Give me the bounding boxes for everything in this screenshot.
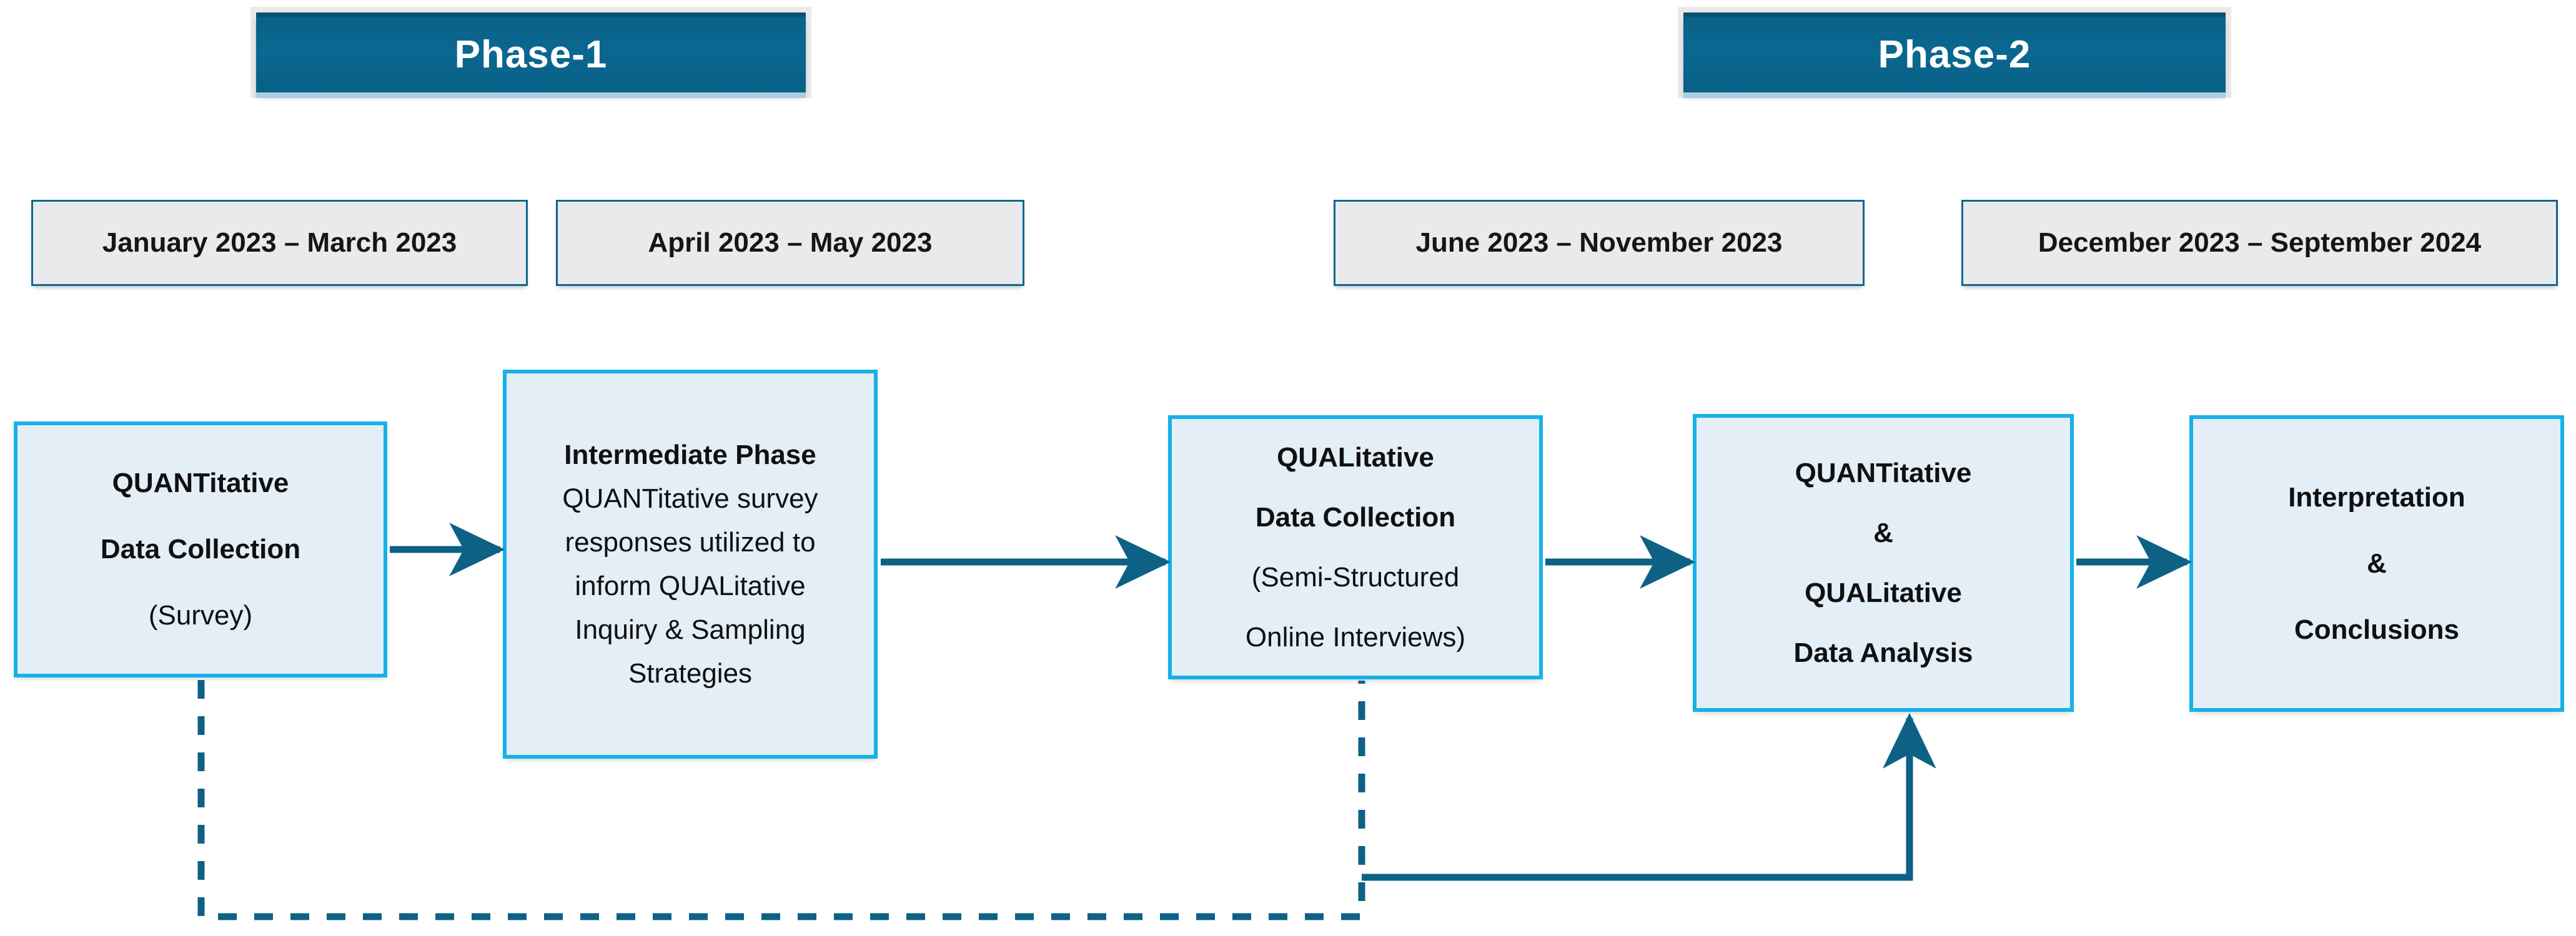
step3-line-3: (Semi-Structured [1251,561,1460,593]
timeline-chip-3-label: June 2023 – November 2023 [1415,227,1783,258]
step4-line-2: & [1873,517,1893,548]
process-box-qualitative-data-collection: QUALitative Data Collection (Semi-Struct… [1168,415,1543,679]
step4-line-1: QUANTitative [1795,457,1972,488]
timeline-chip-1: January 2023 – March 2023 [31,200,528,286]
step1-line-3: (Survey) [148,600,253,631]
step1-line-1: QUANTitative [112,468,289,498]
process-box-intermediate-phase: Intermediate Phase QUANTitative survey r… [503,370,878,759]
step3-line-2: Data Collection [1255,501,1456,533]
phase-banner-2: Phase-2 [1683,12,2226,98]
step4-line-4: Data Analysis [1793,637,1973,668]
timeline-chip-3: June 2023 – November 2023 [1334,200,1865,286]
arrow-feedback-to-step4 [1362,712,1936,881]
process-box-interpretation-conclusions: Interpretation & Conclusions [2189,415,2564,712]
process-box-data-analysis: QUANTitative & QUALitative Data Analysis [1693,414,2074,712]
timeline-chip-2-label: April 2023 – May 2023 [648,227,933,258]
step2-line-4: inform QUALitative [575,570,806,601]
timeline-chip-1-label: January 2023 – March 2023 [102,227,457,258]
step5-line-2: & [2367,548,2387,579]
phase-banner-2-label: Phase-2 [1878,33,2031,76]
phase-banner-1-label: Phase-1 [454,33,608,76]
step2-line-6: Strategies [628,658,753,689]
step2-line-1: Intermediate Phase [564,439,816,470]
step2-line-5: Inquiry & Sampling [575,614,806,645]
timeline-chip-4: December 2023 – September 2024 [1961,200,2558,286]
step3-line-1: QUALitative [1277,441,1434,473]
step2-line-2: QUANTitative survey [562,483,818,514]
step5-line-3: Conclusions [2294,614,2460,645]
step3-line-4: Online Interviews) [1245,621,1466,653]
step1-line-2: Data Collection [100,534,301,564]
step4-line-3: QUALitative [1805,577,1962,608]
step2-line-3: responses utilized to [565,526,816,558]
process-box-quantitative-data-collection: QUANTitative Data Collection (Survey) [14,421,387,677]
step5-line-1: Interpretation [2288,481,2465,513]
timeline-chip-2: April 2023 – May 2023 [556,200,1024,286]
phase-banner-1: Phase-1 [256,12,806,98]
timeline-chip-4-label: December 2023 – September 2024 [2038,227,2482,258]
